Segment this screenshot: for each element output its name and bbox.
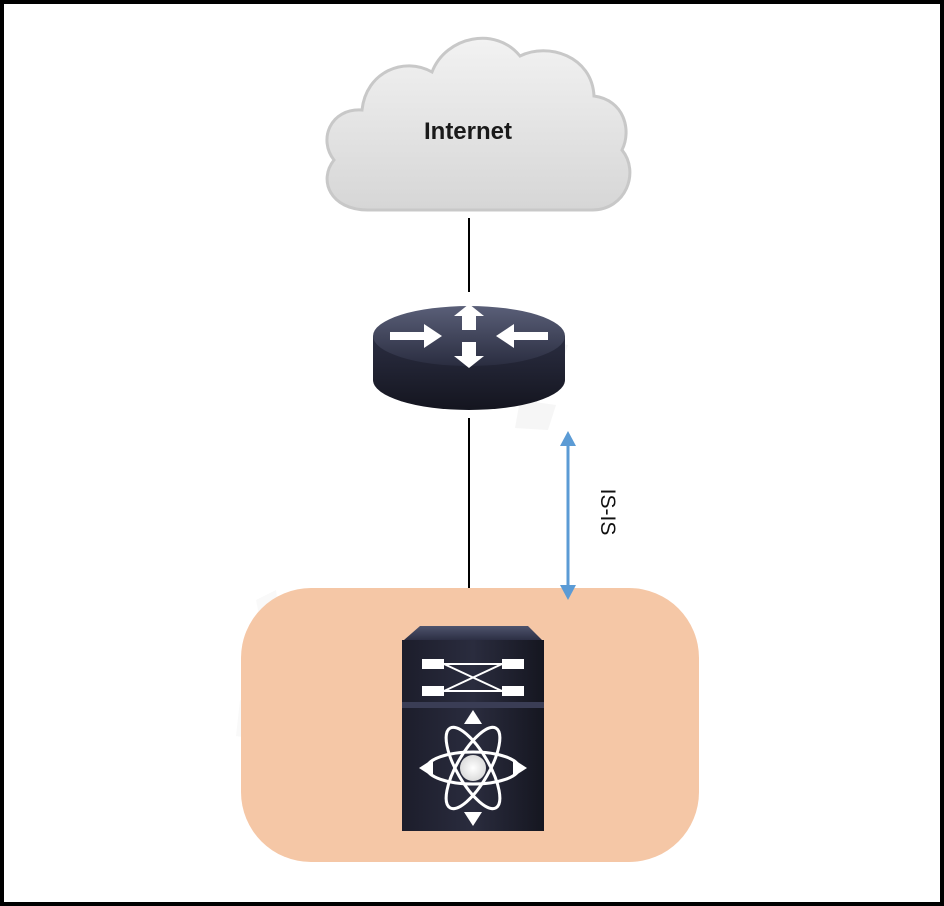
- double-arrow-icon: [560, 431, 576, 600]
- multilayer-switch-icon: [402, 626, 544, 831]
- router-icon: [373, 304, 565, 410]
- cloud-icon: [325, 36, 632, 212]
